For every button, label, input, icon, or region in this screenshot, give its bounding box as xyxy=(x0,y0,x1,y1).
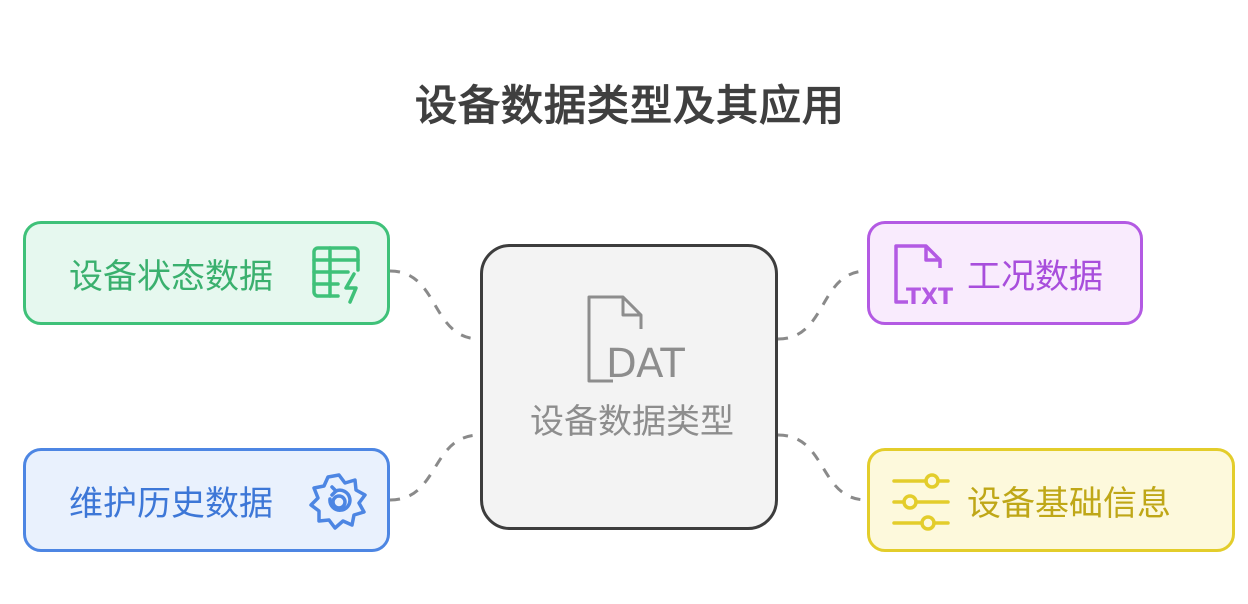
dat-file-icon: DAT xyxy=(587,295,685,387)
center-node[interactable]: DAT 设备数据类型 xyxy=(480,244,778,530)
svg-text:TXT: TXT xyxy=(906,285,953,308)
sliders-icon xyxy=(892,473,950,531)
center-label: 设备数据类型 xyxy=(530,402,734,442)
connector-status xyxy=(389,269,481,341)
table-lightning-icon xyxy=(312,246,360,304)
node-operating-data[interactable]: TXT 工况数据 xyxy=(867,221,1143,325)
connector-basic-info xyxy=(777,433,868,502)
node-maintenance-label: 维护历史数据 xyxy=(69,483,273,524)
node-maintenance-data[interactable]: 维护历史数据 xyxy=(23,448,390,552)
node-status-data[interactable]: 设备状态数据 xyxy=(23,221,390,325)
node-operating-label: 工况数据 xyxy=(967,256,1103,297)
connector-operating xyxy=(777,269,868,341)
connector-maintenance xyxy=(389,433,481,502)
gear-refresh-icon xyxy=(309,473,367,530)
diagram-title: 设备数据类型及其应用 xyxy=(414,81,845,130)
txt-file-icon: TXT xyxy=(894,244,953,308)
node-basic-info[interactable]: 设备基础信息 xyxy=(867,448,1235,552)
svg-text:DAT: DAT xyxy=(606,341,685,387)
node-basic-info-label: 设备基础信息 xyxy=(967,483,1171,524)
node-status-label: 设备状态数据 xyxy=(69,256,273,297)
